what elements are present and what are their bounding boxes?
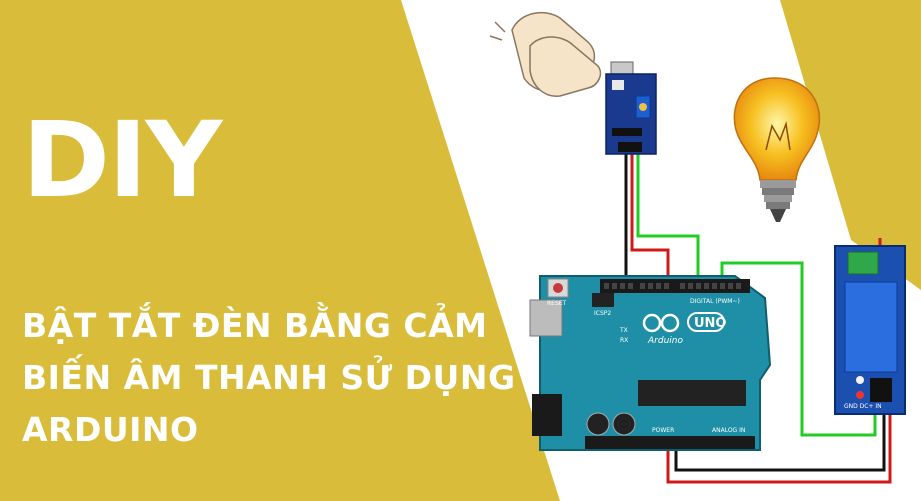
green-wire-sensor-to-d [636, 150, 700, 285]
tx-label: TX [619, 327, 628, 334]
icsp-label: ICSP2 [594, 310, 611, 317]
board-model-label: UNO [694, 316, 727, 331]
rx-label: RX [620, 337, 628, 344]
relay-module: GND DC+ IN [834, 245, 906, 415]
light-bulb-icon [733, 77, 821, 222]
headline-line-2: BIẾN ÂM THANH SỬ DỤNG [22, 358, 516, 397]
board-brand-label: Arduino [647, 336, 683, 346]
green-wire-to-relay-in [720, 261, 877, 437]
relay-pin-labels: GND DC+ IN [844, 403, 882, 410]
usb-port [529, 299, 563, 337]
headline: BẬT TẮT ĐÈN BẰNG CẢM BIẾN ÂM THANH SỬ DỤ… [22, 300, 542, 456]
power-jack [532, 394, 562, 436]
headline-line-3: ARDUINO [22, 410, 199, 449]
headline-line-1: BẬT TẮT ĐÈN BẰNG CẢM [22, 306, 488, 345]
yellow-background-left [0, 0, 560, 501]
sound-sensor-module [605, 61, 657, 155]
arduino-infinity-logo [642, 313, 680, 333]
diy-title: DIY [22, 99, 222, 221]
arduino-uno-board: UNO Arduino RESET ICSP2 TX RX DIGITAL (P… [529, 275, 772, 451]
yellow-background-right [780, 0, 921, 290]
digital-label: DIGITAL (PWM~) [690, 298, 740, 305]
microcontroller-chip [638, 380, 746, 406]
power-label: POWER [652, 427, 674, 434]
black-wire-gnd-relay [674, 410, 886, 472]
reset-label: RESET [547, 300, 567, 307]
clapping-hands-icon [489, 11, 602, 97]
analog-label: ANALOG IN [712, 427, 745, 434]
